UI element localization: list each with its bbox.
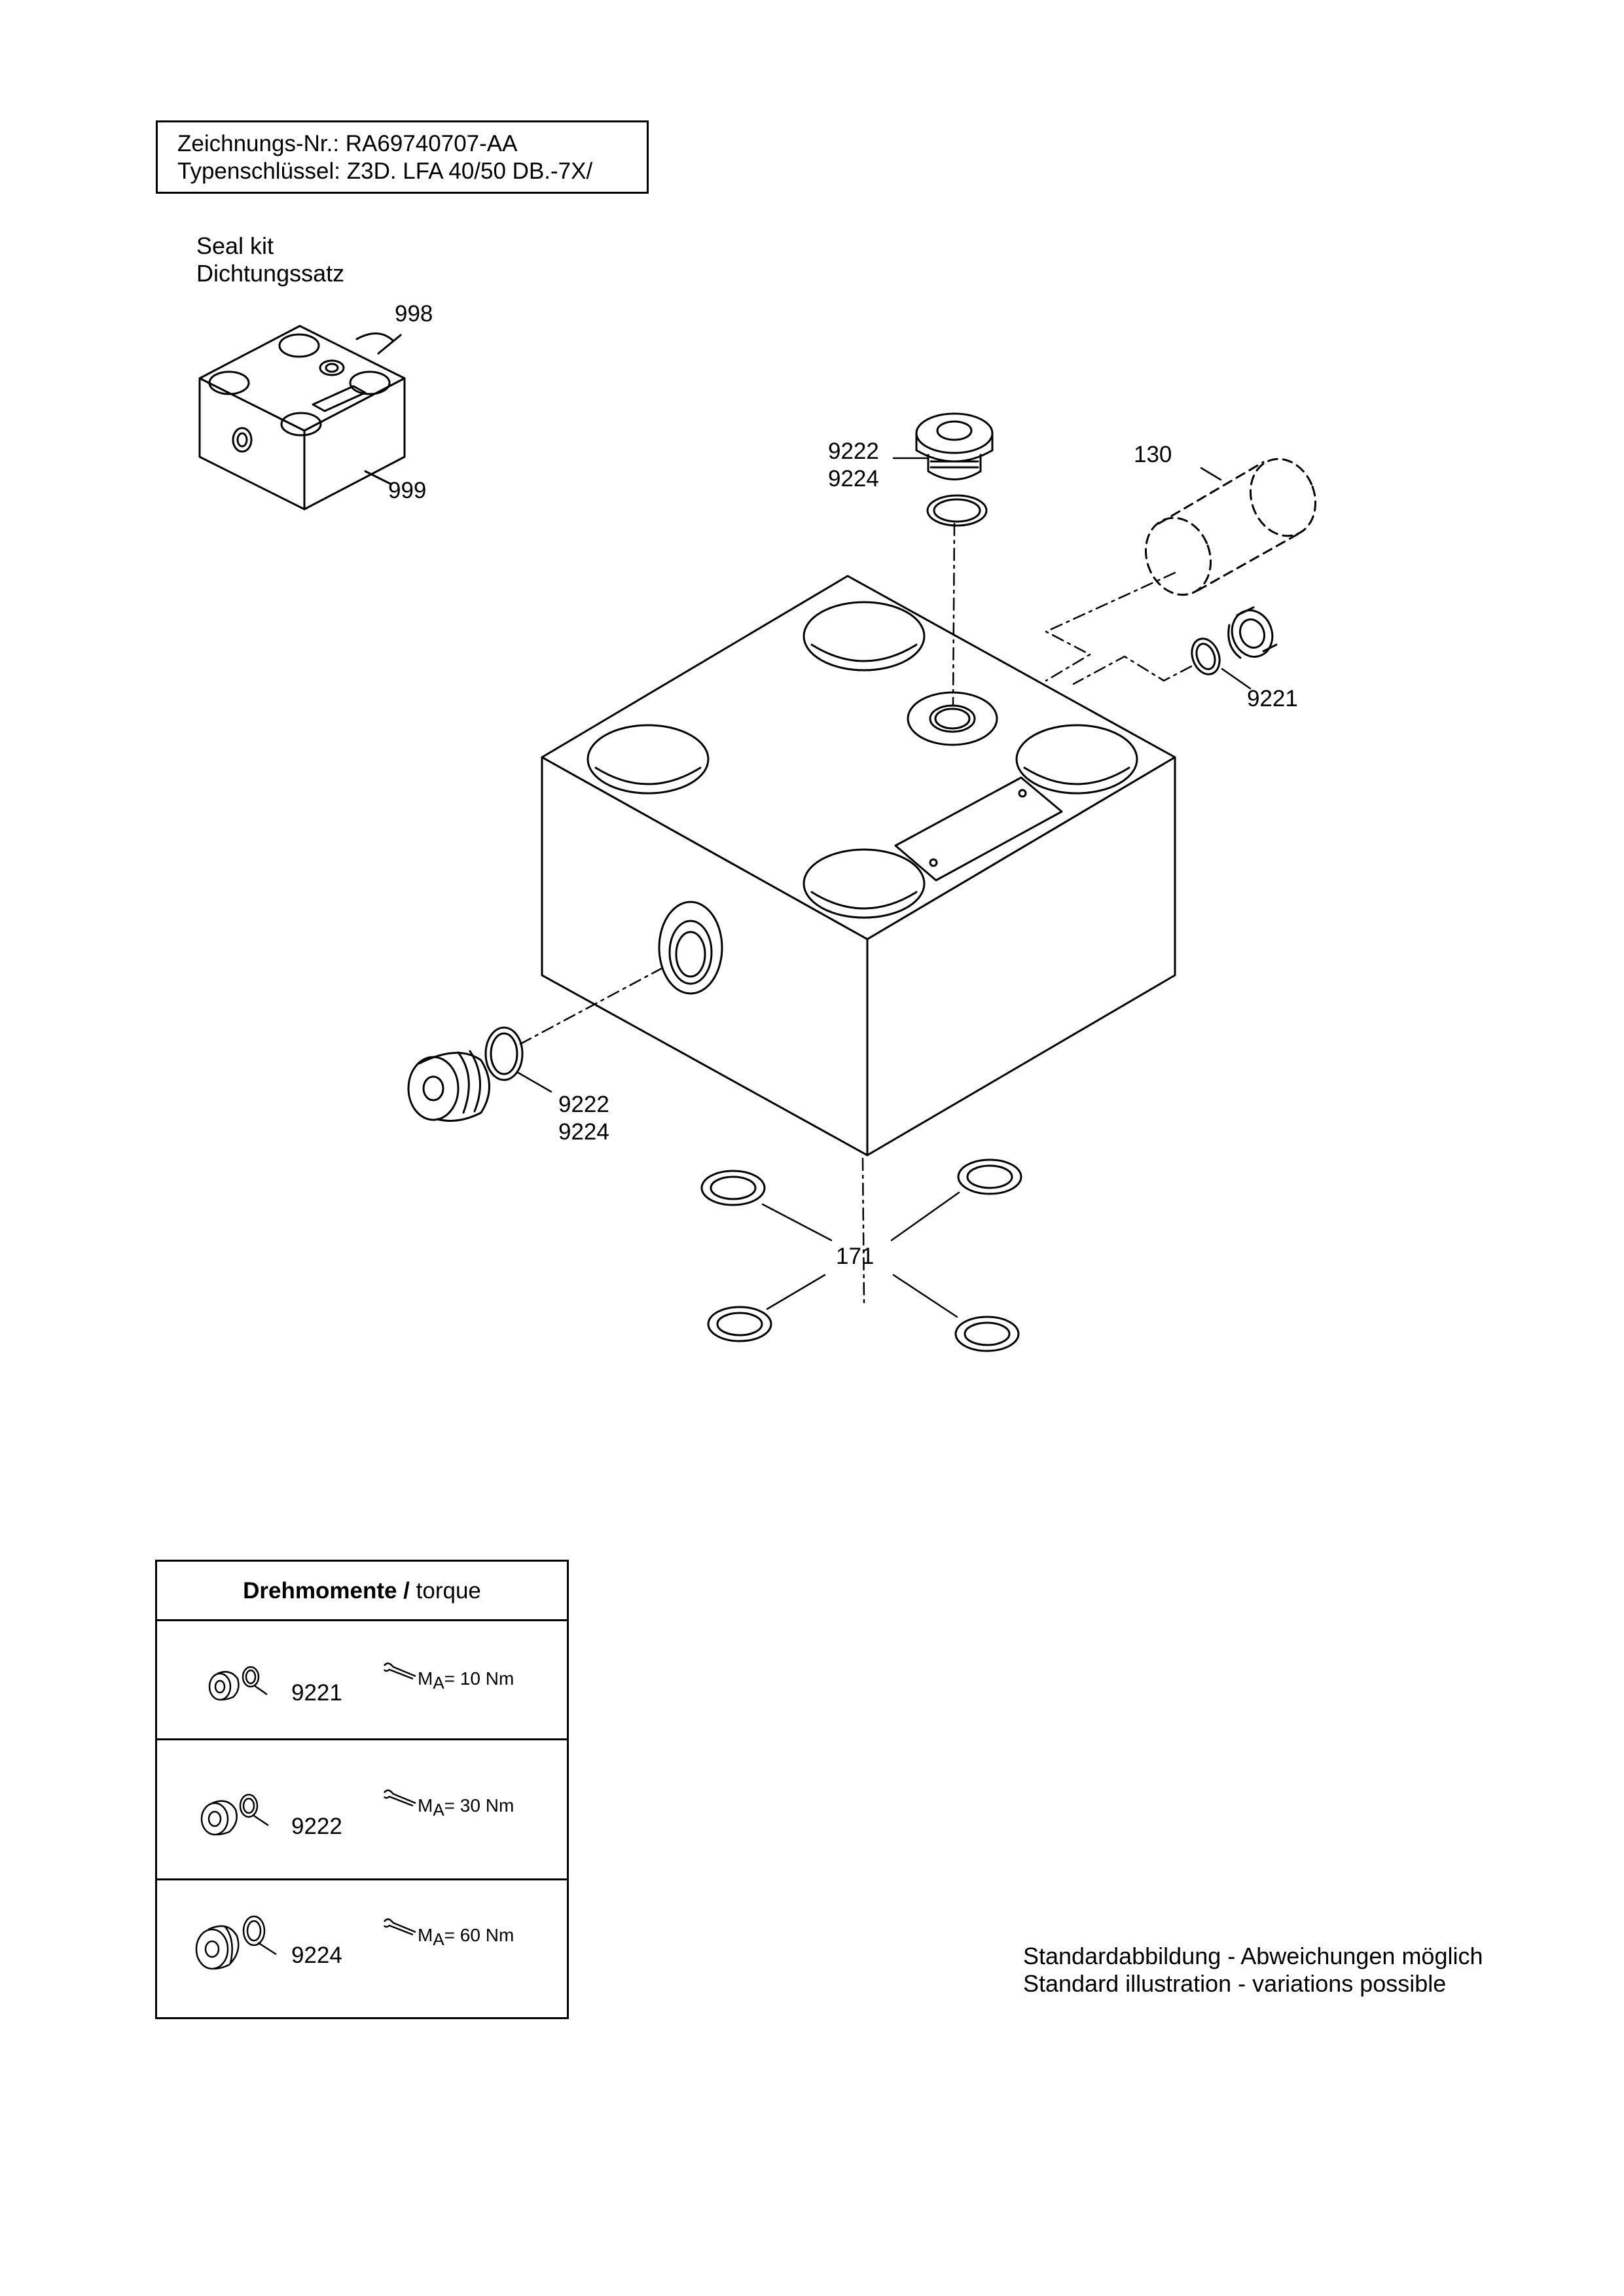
callout-998: 998 <box>395 301 433 327</box>
torque-symbol: M <box>418 1795 433 1816</box>
callout-leader-lines <box>516 457 1252 1318</box>
torque-amount: = 60 Nm <box>444 1925 514 1945</box>
callout-left-plug-9222: 9222 <box>558 1092 609 1117</box>
callout-130: 130 <box>1134 442 1172 467</box>
cylinder-130-illustration <box>1144 457 1317 596</box>
footer-note-en: Standard illustration - variations possi… <box>1023 1970 1447 1997</box>
wrench-icon <box>383 1918 416 1936</box>
torque-subscript: A <box>433 1800 444 1820</box>
callout-999: 999 <box>388 478 427 503</box>
torque-table: Drehmomente / torque 9221 MA= 10 Nm <box>155 1560 569 2019</box>
drawing-number: Zeichnungs-Nr.: RA69740707-AA <box>177 131 518 156</box>
torque-row-9224: 9224 MA= 60 Nm <box>157 1878 567 2017</box>
torque-symbol: M <box>418 1668 433 1689</box>
torque-part-9224: 9224 <box>291 1943 342 1968</box>
callout-left-plug-9224: 9224 <box>558 1119 609 1145</box>
torque-subscript: A <box>433 1673 444 1693</box>
torque-part-9221: 9221 <box>291 1680 342 1706</box>
torque-value-9222: MA= 30 Nm <box>418 1795 514 1820</box>
plug-9224-icon <box>195 1915 277 1970</box>
callout-171: 171 <box>836 1244 875 1269</box>
torque-table-title: Drehmomente / torque <box>157 1562 567 1621</box>
callout-9221: 9221 <box>1247 686 1298 711</box>
torque-value-9221: MA= 10 Nm <box>418 1668 514 1693</box>
wrench-icon <box>383 1662 416 1680</box>
torque-part-9222: 9222 <box>291 1814 342 1839</box>
seal-kit-label-en: Seal kit <box>196 232 274 259</box>
callout-top-plug-9224: 9224 <box>828 466 879 492</box>
main-block-illustration <box>541 575 1176 1157</box>
footer-note-de: Standardabbildung - Abweichungen möglich <box>1023 1943 1483 1969</box>
torque-title-en: torque <box>409 1578 481 1604</box>
torque-subscript: A <box>433 1929 444 1949</box>
orings-171-illustration <box>700 1158 1022 1352</box>
torque-title-de: Drehmomente / <box>243 1578 410 1604</box>
seal-kit-block-illustration <box>198 325 406 511</box>
seal-kit-label-de: Dichtungssatz <box>196 260 345 287</box>
plug-9221-icon <box>208 1666 268 1701</box>
wrench-icon <box>383 1789 416 1807</box>
plug-9222-icon <box>200 1793 269 1836</box>
torque-amount: = 10 Nm <box>444 1668 514 1689</box>
right-plug-illustration <box>1191 606 1278 675</box>
torque-symbol: M <box>418 1925 433 1945</box>
drawing-header-box: Zeichnungs-Nr.: RA69740707-AA Typenschlü… <box>156 120 649 194</box>
torque-value-9224: MA= 60 Nm <box>418 1925 514 1950</box>
torque-row-9221: 9221 MA= 10 Nm <box>157 1619 567 1738</box>
torque-row-9222: 9222 MA= 30 Nm <box>157 1738 567 1878</box>
top-plug-illustration <box>915 412 994 527</box>
callout-top-plug-9222: 9222 <box>828 439 879 464</box>
type-key: Typenschlüssel: Z3D. LFA 40/50 DB.-7X/ <box>177 158 593 184</box>
left-plug-illustration <box>407 1026 524 1122</box>
assembly-axis-lines <box>519 522 1193 1304</box>
torque-amount: = 30 Nm <box>444 1795 514 1816</box>
